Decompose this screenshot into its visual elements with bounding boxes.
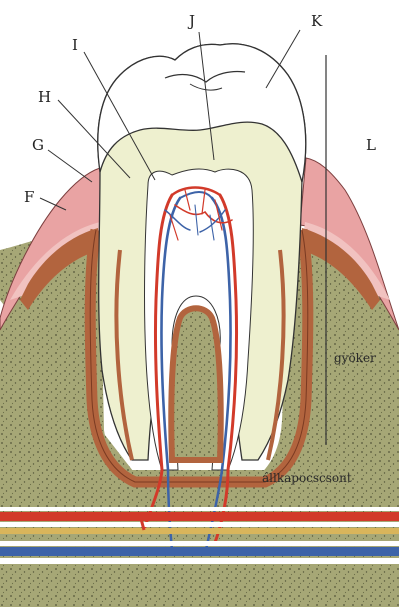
bottom-light: [0, 558, 399, 564]
label-jaw: állkapocscsont: [262, 471, 352, 485]
label-root: gyöker: [334, 351, 376, 365]
label-g: G: [32, 136, 44, 154]
label-i: I: [72, 36, 78, 54]
label-f: F: [24, 188, 34, 206]
vein-band-light: [0, 541, 399, 546]
label-h: H: [38, 88, 51, 106]
label-k: K: [311, 12, 323, 30]
artery-band: [0, 512, 399, 521]
inter-root-bone: [171, 308, 220, 460]
label-j: J: [187, 12, 195, 30]
nerve-band-light: [0, 522, 399, 527]
artery-band-light: [0, 507, 399, 511]
label-l: L: [366, 136, 376, 154]
nerve-band: [0, 528, 399, 534]
vein-band: [0, 547, 399, 556]
